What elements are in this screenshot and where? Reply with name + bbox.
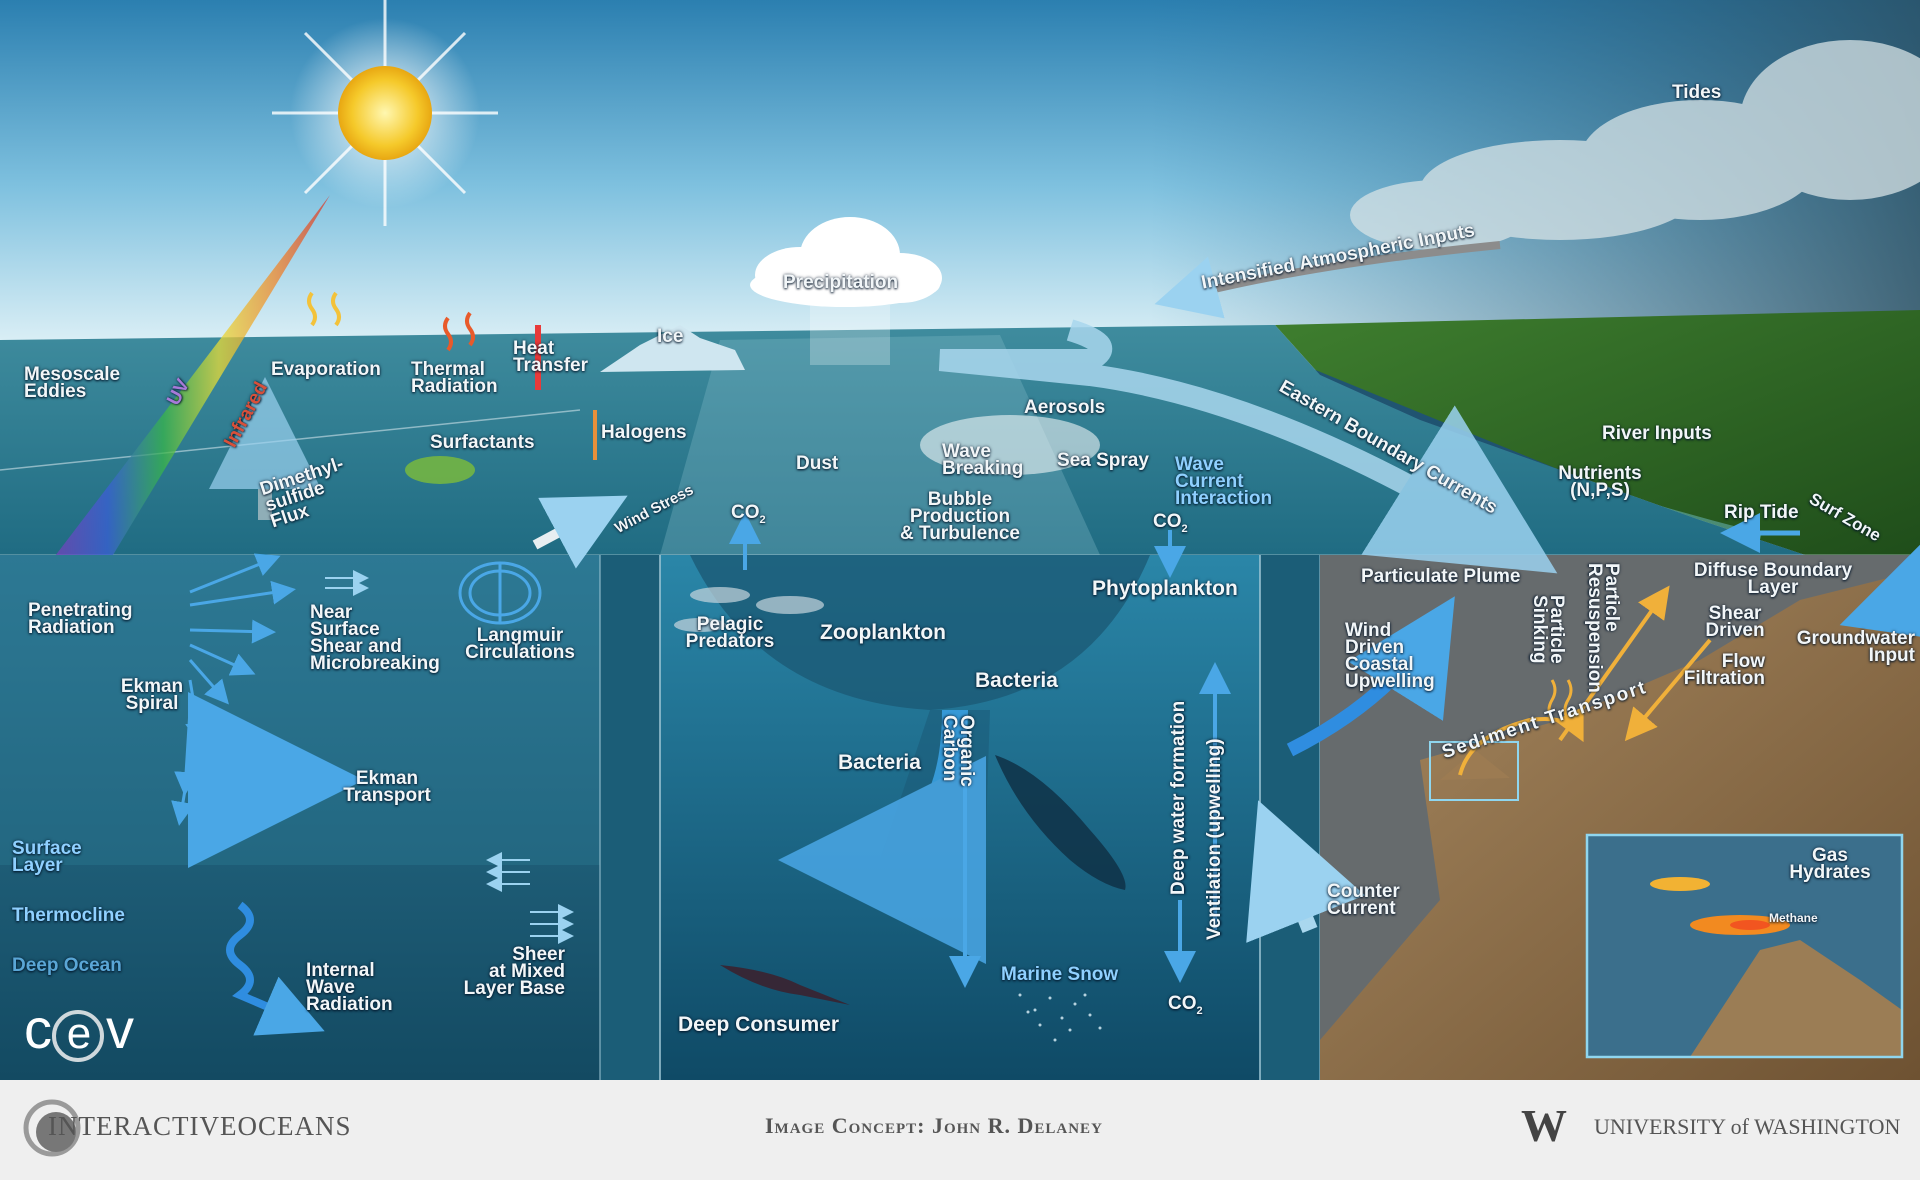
- label-bacteria-top: Bacteria: [975, 669, 1058, 692]
- label-co2-surface-right: CO2: [1153, 511, 1188, 535]
- label-deep-water-formation: Deep water formation: [1168, 700, 1189, 895]
- label-tides: Tides: [1672, 82, 1722, 103]
- uw-logo-mark: W: [1521, 1100, 1567, 1151]
- label-phytoplankton: Phytoplankton: [1092, 577, 1238, 600]
- label-langmuir-circulations: Langmuir Circulations: [465, 625, 575, 663]
- label-gas-hydrates: Gas Hydrates: [1789, 845, 1871, 883]
- label-ekman-spiral: Ekman Spiral: [120, 676, 184, 714]
- label-methane: Methane: [1769, 911, 1818, 925]
- image-concept-credit: Image Concept: John R. Delaney: [765, 1113, 1103, 1138]
- label-particulate-plume: Particulate Plume: [1361, 566, 1521, 587]
- label-pelagic-predators: Pelagic Predators: [685, 614, 775, 652]
- label-rip-tide: Rip Tide: [1724, 502, 1799, 523]
- label-particle-resuspension: Particle Resuspension: [1584, 563, 1622, 693]
- label-co2-deep: CO2: [1168, 993, 1203, 1017]
- label-co2-surface-left: CO2: [731, 502, 766, 526]
- label-river-inputs: River Inputs: [1602, 423, 1712, 444]
- label-organic-carbon: Organic Carbon: [939, 715, 977, 787]
- label-mesoscale-eddies: Mesoscale Eddies: [24, 364, 121, 402]
- label-thermal-radiation: Thermal Radiation: [411, 359, 498, 397]
- label-penetrating-radiation: Penetrating Radiation: [28, 600, 133, 638]
- label-near-surface-shear: Near Surface Shear and Microbreaking: [310, 602, 440, 674]
- label-surfactants: Surfactants: [430, 432, 535, 453]
- label-bubble-production: Bubble Production & Turbulence: [900, 489, 1020, 544]
- label-nutrients: Nutrients (N,P,S): [1558, 463, 1642, 501]
- label-wind-driven-upwelling: Wind Driven Coastal Upwelling: [1345, 620, 1435, 692]
- footer-bar: INTERACTIVEOCEANS Image Concept: John R.…: [0, 1080, 1920, 1180]
- label-groundwater-input: Groundwater Input: [1796, 628, 1915, 666]
- label-counter-current: Counter Current: [1327, 881, 1400, 919]
- label-thermocline: Thermocline: [12, 905, 125, 926]
- interactive-oceans-logo: INTERACTIVEOCEANS: [48, 1111, 352, 1141]
- label-dust: Dust: [796, 453, 839, 474]
- interactive-oceans-logo-icon: [23, 1099, 81, 1157]
- label-sea-spray: Sea Spray: [1057, 450, 1149, 471]
- label-zooplankton: Zooplankton: [820, 621, 946, 644]
- label-deep-consumer: Deep Consumer: [678, 1013, 840, 1036]
- label-aerosols: Aerosols: [1024, 397, 1106, 418]
- label-precipitation: Precipitation: [783, 272, 899, 293]
- label-surface-layer: Surface Layer: [12, 838, 82, 876]
- label-bacteria-mid: Bacteria: [838, 751, 921, 774]
- label-halogens: Halogens: [601, 422, 687, 443]
- illustration: Tides Precipitation Intensified Atmosphe…: [0, 0, 1920, 1080]
- label-marine-snow: Marine Snow: [1001, 964, 1119, 985]
- label-particle-sinking: Particle Sinking: [1529, 595, 1567, 664]
- label-evaporation: Evaporation: [271, 359, 381, 380]
- label-diffuse-boundary-layer: Diffuse Boundary Layer: [1693, 560, 1853, 598]
- label-heat-transfer: Heat Transfer: [513, 338, 588, 376]
- university-of-washington-logo: UNIVERSITY of WASHINGTON: [1594, 1114, 1901, 1139]
- label-ventilation-upwelling: Ventilation (upwelling): [1204, 738, 1225, 940]
- label-ice: Ice: [657, 326, 684, 347]
- label-flow-filtration: Flow Filtration: [1683, 651, 1765, 689]
- label-wave-breaking: Wave Breaking: [942, 441, 1024, 479]
- label-deep-ocean: Deep Ocean: [12, 955, 122, 976]
- label-shear-driven: Shear Driven: [1705, 603, 1765, 641]
- label-wave-current-interaction: Wave Current Interaction: [1175, 454, 1273, 509]
- label-internal-wave-radiation: Internal Wave Radiation: [306, 960, 393, 1015]
- label-ekman-transport: Ekman Transport: [343, 768, 431, 806]
- label-sheer-mixed-layer-base: Sheer at Mixed Layer Base: [463, 944, 565, 999]
- background-art: [0, 0, 1920, 1080]
